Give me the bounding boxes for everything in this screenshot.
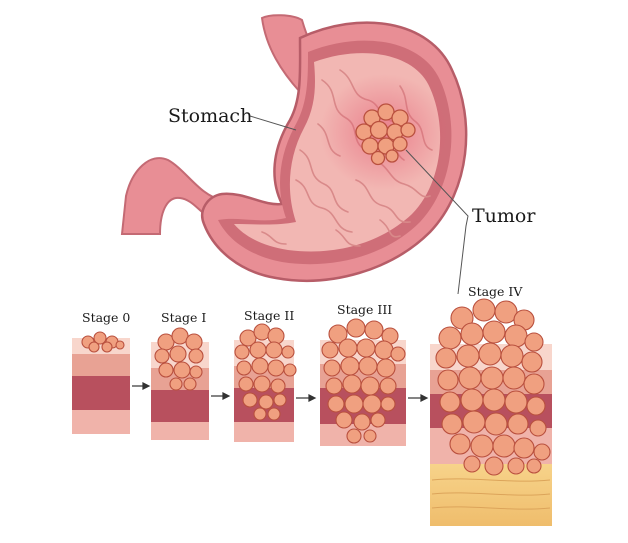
stomach-illustration bbox=[120, 14, 468, 282]
stomach-leader-line bbox=[249, 115, 297, 131]
stomach-tumor bbox=[355, 103, 416, 166]
stage-0-panel: Stage 0 bbox=[72, 310, 130, 434]
stage-1-panel: Stage I bbox=[151, 310, 209, 440]
stage-label: Stage IV bbox=[468, 284, 523, 299]
stage-panels: Stage 0 Stage I St bbox=[72, 284, 552, 526]
stage-2-panel: Stage II bbox=[234, 308, 297, 442]
tumor-label: Tumor bbox=[472, 205, 536, 227]
stomach-label-group: Stomach bbox=[168, 105, 297, 131]
stage-label: Stage II bbox=[244, 308, 294, 323]
duodenum bbox=[120, 157, 224, 235]
stage-3-panel: Stage III bbox=[320, 302, 406, 446]
stage-4-panel: Stage IV bbox=[430, 284, 552, 526]
stage-label: Stage I bbox=[161, 310, 206, 325]
tumor-leader-line bbox=[405, 149, 469, 295]
progression-arrows bbox=[132, 382, 429, 402]
stomach-label: Stomach bbox=[168, 105, 252, 127]
tumor-label-group: Tumor bbox=[405, 149, 536, 295]
stage-label: Stage III bbox=[337, 302, 392, 317]
stage-label: Stage 0 bbox=[82, 310, 130, 325]
